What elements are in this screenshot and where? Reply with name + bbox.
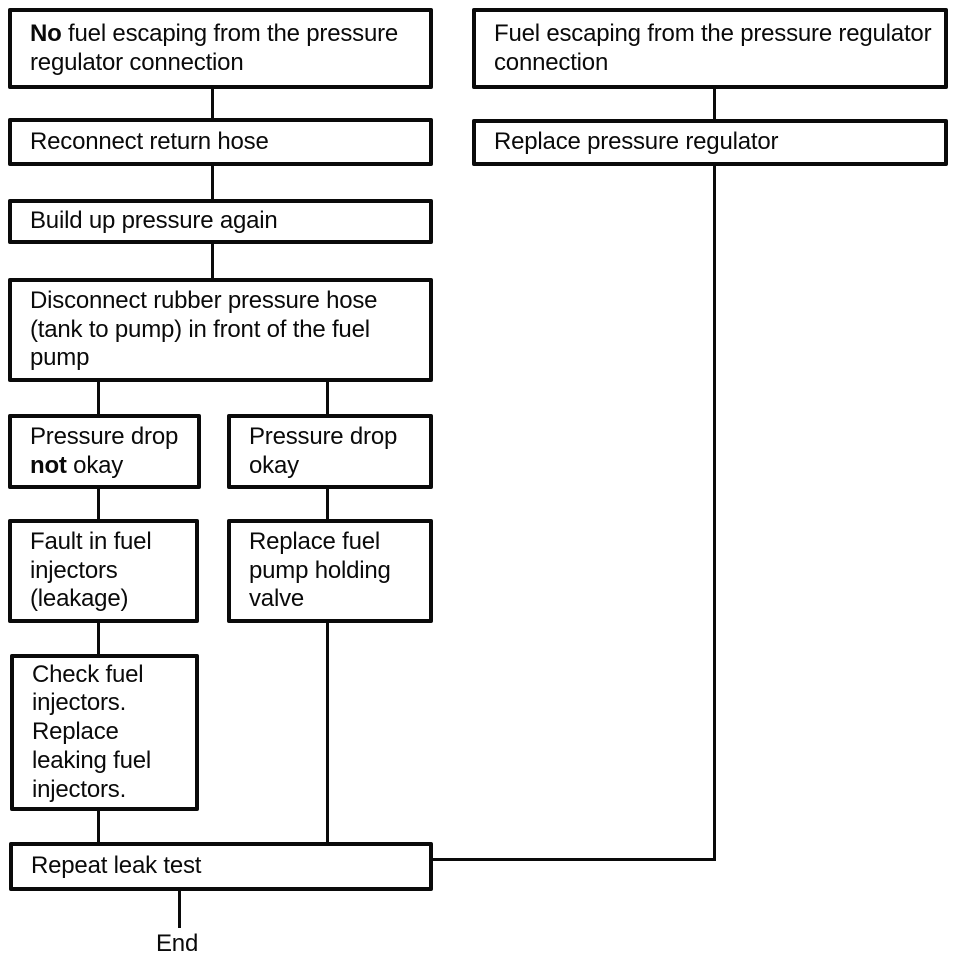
node-label: Reconnect return hose (30, 127, 269, 155)
node-label: Build up pressure again (30, 207, 278, 235)
node-label: Replace pressure regulator (494, 128, 779, 156)
node-label: No fuel escaping from the pressure regul… (30, 20, 421, 78)
edge-reconnect-to-build-up (211, 166, 214, 199)
node-label-bold: No (30, 19, 62, 47)
node-fault-in-fuel-injectors: Fault in fuel injectors (leakage) (8, 519, 199, 623)
edge-fault-to-check-injectors (97, 623, 100, 654)
node-repeat-leak-test: Repeat leak test (9, 842, 433, 891)
node-pressure-drop-not-okay: Pressure drop not okay (8, 414, 201, 489)
edge-replace-regulator-to-repeat-leak-test (433, 858, 716, 861)
node-build-up-pressure: Build up pressure again (8, 199, 433, 244)
node-label: Disconnect rubber pressure hose (tank to… (30, 286, 378, 372)
edge-build-up-to-disconnect (211, 244, 214, 278)
node-reconnect-return-hose: Reconnect return hose (8, 118, 433, 166)
node-label: Pressure drop okay (249, 422, 398, 479)
end-label: End (156, 930, 199, 957)
edge-check-injectors-to-repeat-leak-test (97, 811, 100, 842)
edge-fuel-escaping-to-replace-regulator (713, 89, 716, 119)
edge-disconnect-to-pressure-drop-okay (326, 382, 329, 414)
edge-pressure-drop-not-okay-to-fault (97, 489, 100, 519)
edge-repeat-leak-test-to-end (178, 891, 181, 928)
edge-replace-valve-to-repeat-leak-test (326, 623, 329, 842)
node-label: Repeat leak test (31, 852, 202, 880)
node-label-post: okay (66, 451, 124, 479)
node-label-bold: not (30, 451, 67, 479)
edge-replace-regulator-down-line (713, 166, 716, 860)
node-label: Fuel escaping from the pressure regulato… (494, 19, 932, 76)
node-pressure-drop-okay: Pressure drop okay (227, 414, 433, 489)
edge-disconnect-to-pressure-drop-not-okay (97, 382, 100, 414)
node-disconnect-pressure-hose: Disconnect rubber pressure hose (tank to… (8, 278, 433, 382)
node-replace-fuel-pump-holding-valve: Replace fuel pump holding valve (227, 519, 433, 623)
node-replace-pressure-regulator: Replace pressure regulator (472, 119, 948, 166)
edge-pressure-drop-okay-to-replace-valve (326, 489, 329, 519)
node-no-fuel-escaping: No fuel escaping from the pressure regul… (8, 8, 433, 89)
node-label: Replace fuel pump holding valve (249, 527, 391, 613)
node-label-pre: Pressure drop (30, 422, 179, 450)
node-label: Fault in fuel injectors (leakage) (30, 527, 152, 613)
edge-no-fuel-to-reconnect (211, 89, 214, 118)
node-label: Pressure drop not okay (30, 423, 189, 481)
node-check-fuel-injectors: Check fuel injectors. Replace leaking fu… (10, 654, 199, 811)
node-label-rest: fuel escaping from the pressure regulato… (30, 19, 399, 76)
node-fuel-escaping: Fuel escaping from the pressure regulato… (472, 8, 948, 89)
node-label: Check fuel injectors. Replace leaking fu… (32, 660, 152, 803)
